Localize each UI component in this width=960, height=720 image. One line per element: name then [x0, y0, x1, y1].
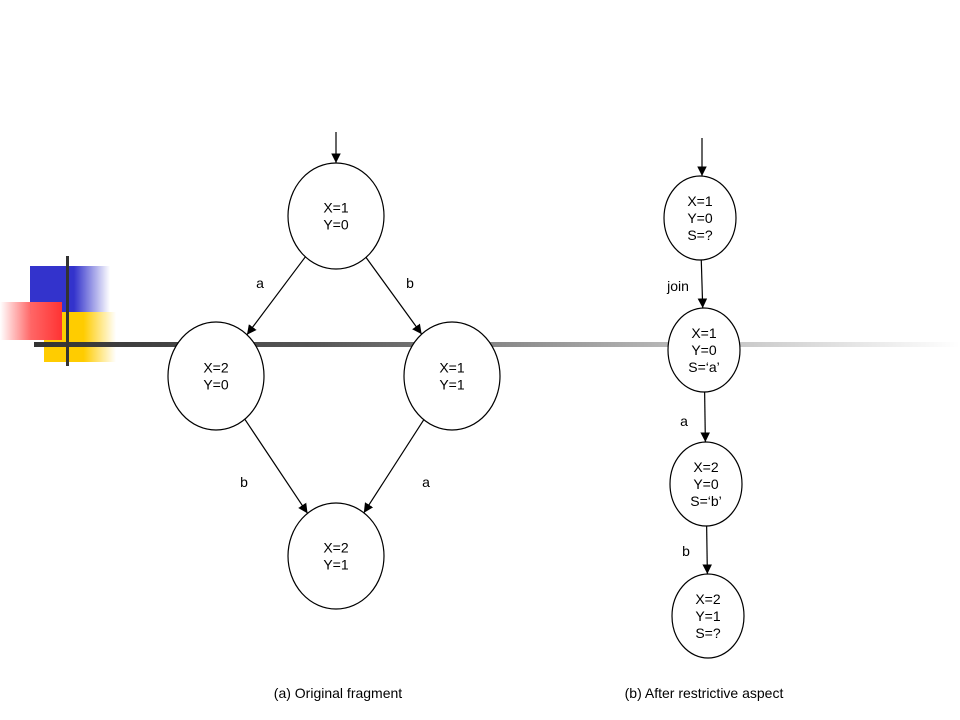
state-node: [667, 307, 741, 393]
transition-label: a: [422, 474, 430, 490]
transition-label: b: [240, 474, 248, 490]
state-node-label: S=?: [687, 227, 713, 243]
transition-arrow: [702, 525, 713, 575]
transition-arrow: [363, 419, 425, 514]
state-node-label: S=‘a’: [688, 359, 720, 375]
transition-arrow: [697, 259, 708, 309]
deco-red-bar: [0, 302, 62, 340]
state-node-label: X=1: [691, 325, 717, 341]
state-node: [403, 321, 501, 431]
state-node-label: Y=0: [203, 377, 229, 393]
state-node: [671, 573, 745, 659]
diagram-caption: (b) After restrictive aspect: [625, 685, 784, 701]
diagram-caption: (a) Original fragment: [274, 685, 402, 701]
transition-label: b: [406, 275, 414, 291]
state-node-label: S=‘b’: [690, 493, 722, 509]
state-node-label: X=1: [323, 200, 349, 216]
state-node-label: X=2: [693, 459, 719, 475]
state-node-label: Y=1: [695, 608, 721, 624]
transition-label: a: [256, 275, 264, 291]
transition-arrow: [365, 257, 423, 335]
transition-label: b: [682, 543, 690, 559]
state-node-label: Y=1: [439, 377, 465, 393]
transition-label: a: [680, 413, 688, 429]
transition-label: join: [666, 278, 689, 294]
state-node-label: Y=0: [687, 210, 713, 226]
transition-arrow: [244, 418, 309, 514]
state-node: [669, 441, 743, 527]
state-node-label: Y=0: [691, 342, 717, 358]
state-node: [167, 321, 265, 431]
state-node-label: X=2: [203, 360, 229, 376]
state-node: [287, 162, 385, 270]
state-node-label: Y=0: [693, 476, 719, 492]
state-node-label: X=1: [687, 193, 713, 209]
state-node-label: Y=0: [323, 217, 349, 233]
transition-arrow: [700, 391, 711, 443]
state-node: [287, 502, 385, 610]
deco-horizontal-rule: [34, 342, 960, 347]
state-node-label: S=?: [695, 625, 721, 641]
state-node-label: Y=1: [323, 557, 349, 573]
transition-arrow: [246, 256, 306, 336]
state-node-label: X=2: [695, 591, 721, 607]
state-node-label: X=1: [439, 360, 465, 376]
state-node: [663, 175, 737, 261]
state-node-label: X=2: [323, 540, 349, 556]
deco-vertical-rule: [66, 256, 69, 366]
